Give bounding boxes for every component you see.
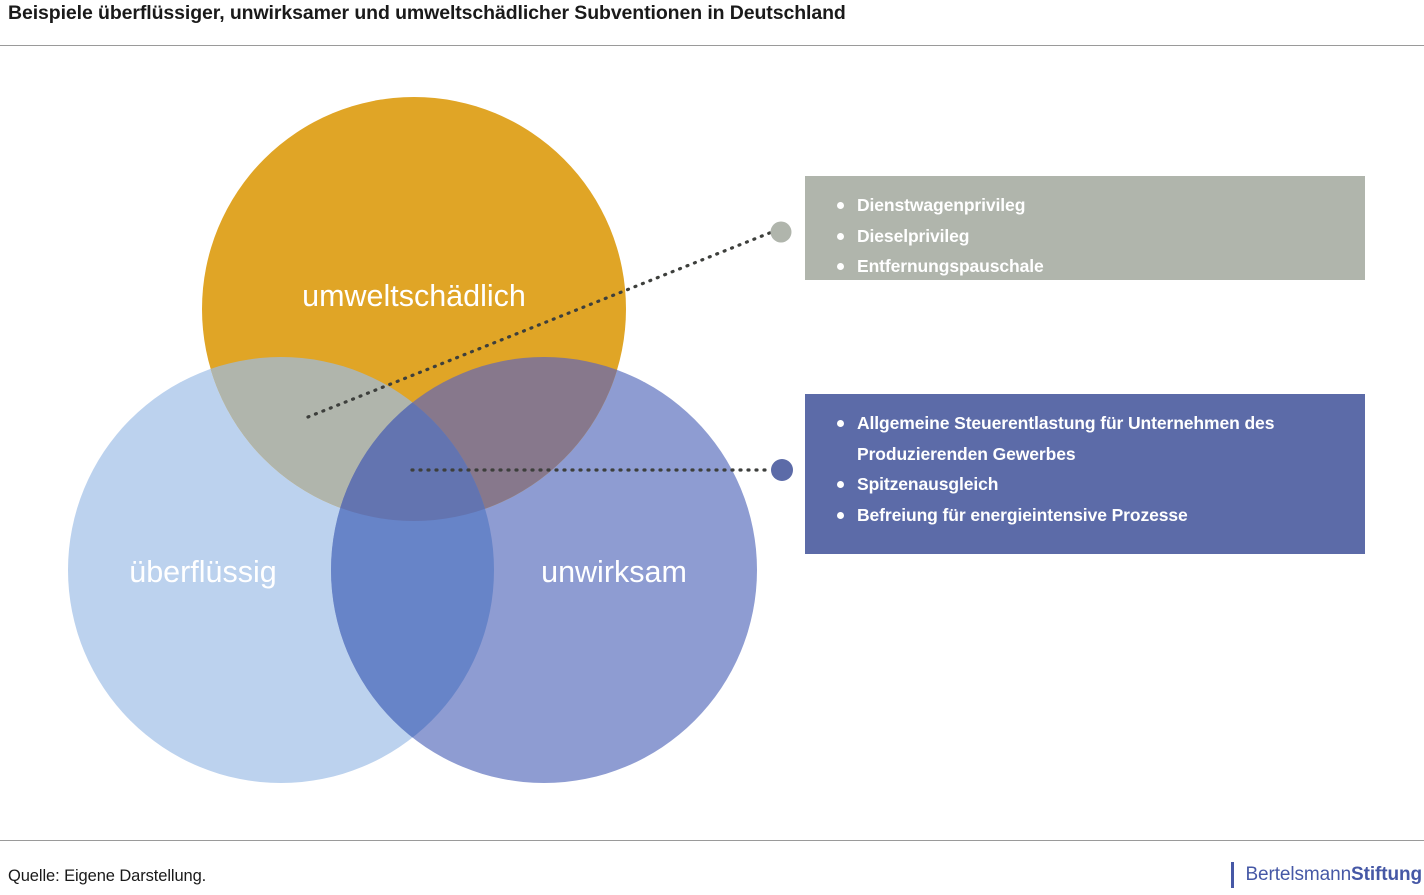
callout-environment-list: Dienstwagenprivileg Dieselprivileg Entfe… [805,190,1365,282]
triple-group-inner [331,357,494,521]
logo-text-bold: Stiftung [1351,864,1422,885]
callout-environment: Dienstwagenprivileg Dieselprivileg Entfe… [805,176,1365,280]
logo-bar-icon [1231,862,1235,888]
footer-divider [0,840,1424,841]
venn-label-umweltschaedlich: umweltschädlich [302,279,526,313]
diagram-stage: umweltschädlich überflüssig unwirksam Di… [0,46,1424,836]
bullet-icon [837,263,844,270]
bertelsmann-stiftung-logo: Bertelsmann Stiftung [1231,862,1422,888]
logo-text-light: Bertelsmann [1245,864,1352,885]
connector-line-environment [306,230,774,419]
venn-label-ueberfluessig: überflüssig [129,555,277,589]
list-item-label: Dieselprivileg [857,225,970,246]
list-item: Dieselprivileg [805,221,1365,252]
venn-diagram: umweltschädlich überflüssig unwirksam [68,97,793,783]
bullet-icon [837,202,844,209]
header: Beispiele überflüssiger, unwirksamer und… [0,0,1424,46]
list-item-label: Spitzenausgleich [857,474,999,494]
list-item: Dienstwagenprivileg [805,190,1365,221]
intersection-all-three [331,357,494,521]
callout-industry-list: Allgemeine Steuerentlastung für Unterneh… [805,408,1365,530]
bullet-icon [837,511,844,519]
list-item-label: Befreiung für energieintensive Prozesse [857,504,1188,525]
bullet-icon [837,420,844,427]
list-item: Befreiung für energieintensive Prozesse [805,500,1365,531]
header-divider [0,45,1424,46]
list-item: Entfernungspauschale [805,251,1365,282]
list-item-label: Dienstwagenprivileg [857,195,1026,215]
bullet-icon [837,481,844,488]
list-item-label: Entfernungspauschale [857,256,1044,276]
list-item: Allgemeine Steuerentlastung für Unterneh… [805,408,1365,469]
list-item: Spitzenausgleich [805,469,1365,500]
callout-industry: Allgemeine Steuerentlastung für Unterneh… [805,394,1365,554]
venn-label-unwirksam: unwirksam [541,555,687,589]
bullet-icon [837,232,844,240]
connector-dot-environment [770,221,792,243]
source-note: Quelle: Eigene Darstellung. [8,867,207,885]
connector-dot-industry [771,459,793,481]
page-title: Beispiele überflüssiger, unwirksamer und… [8,2,846,24]
triple-group-outer [331,357,494,521]
list-item-label: Allgemeine Steuerentlastung für Unterneh… [857,413,1275,464]
